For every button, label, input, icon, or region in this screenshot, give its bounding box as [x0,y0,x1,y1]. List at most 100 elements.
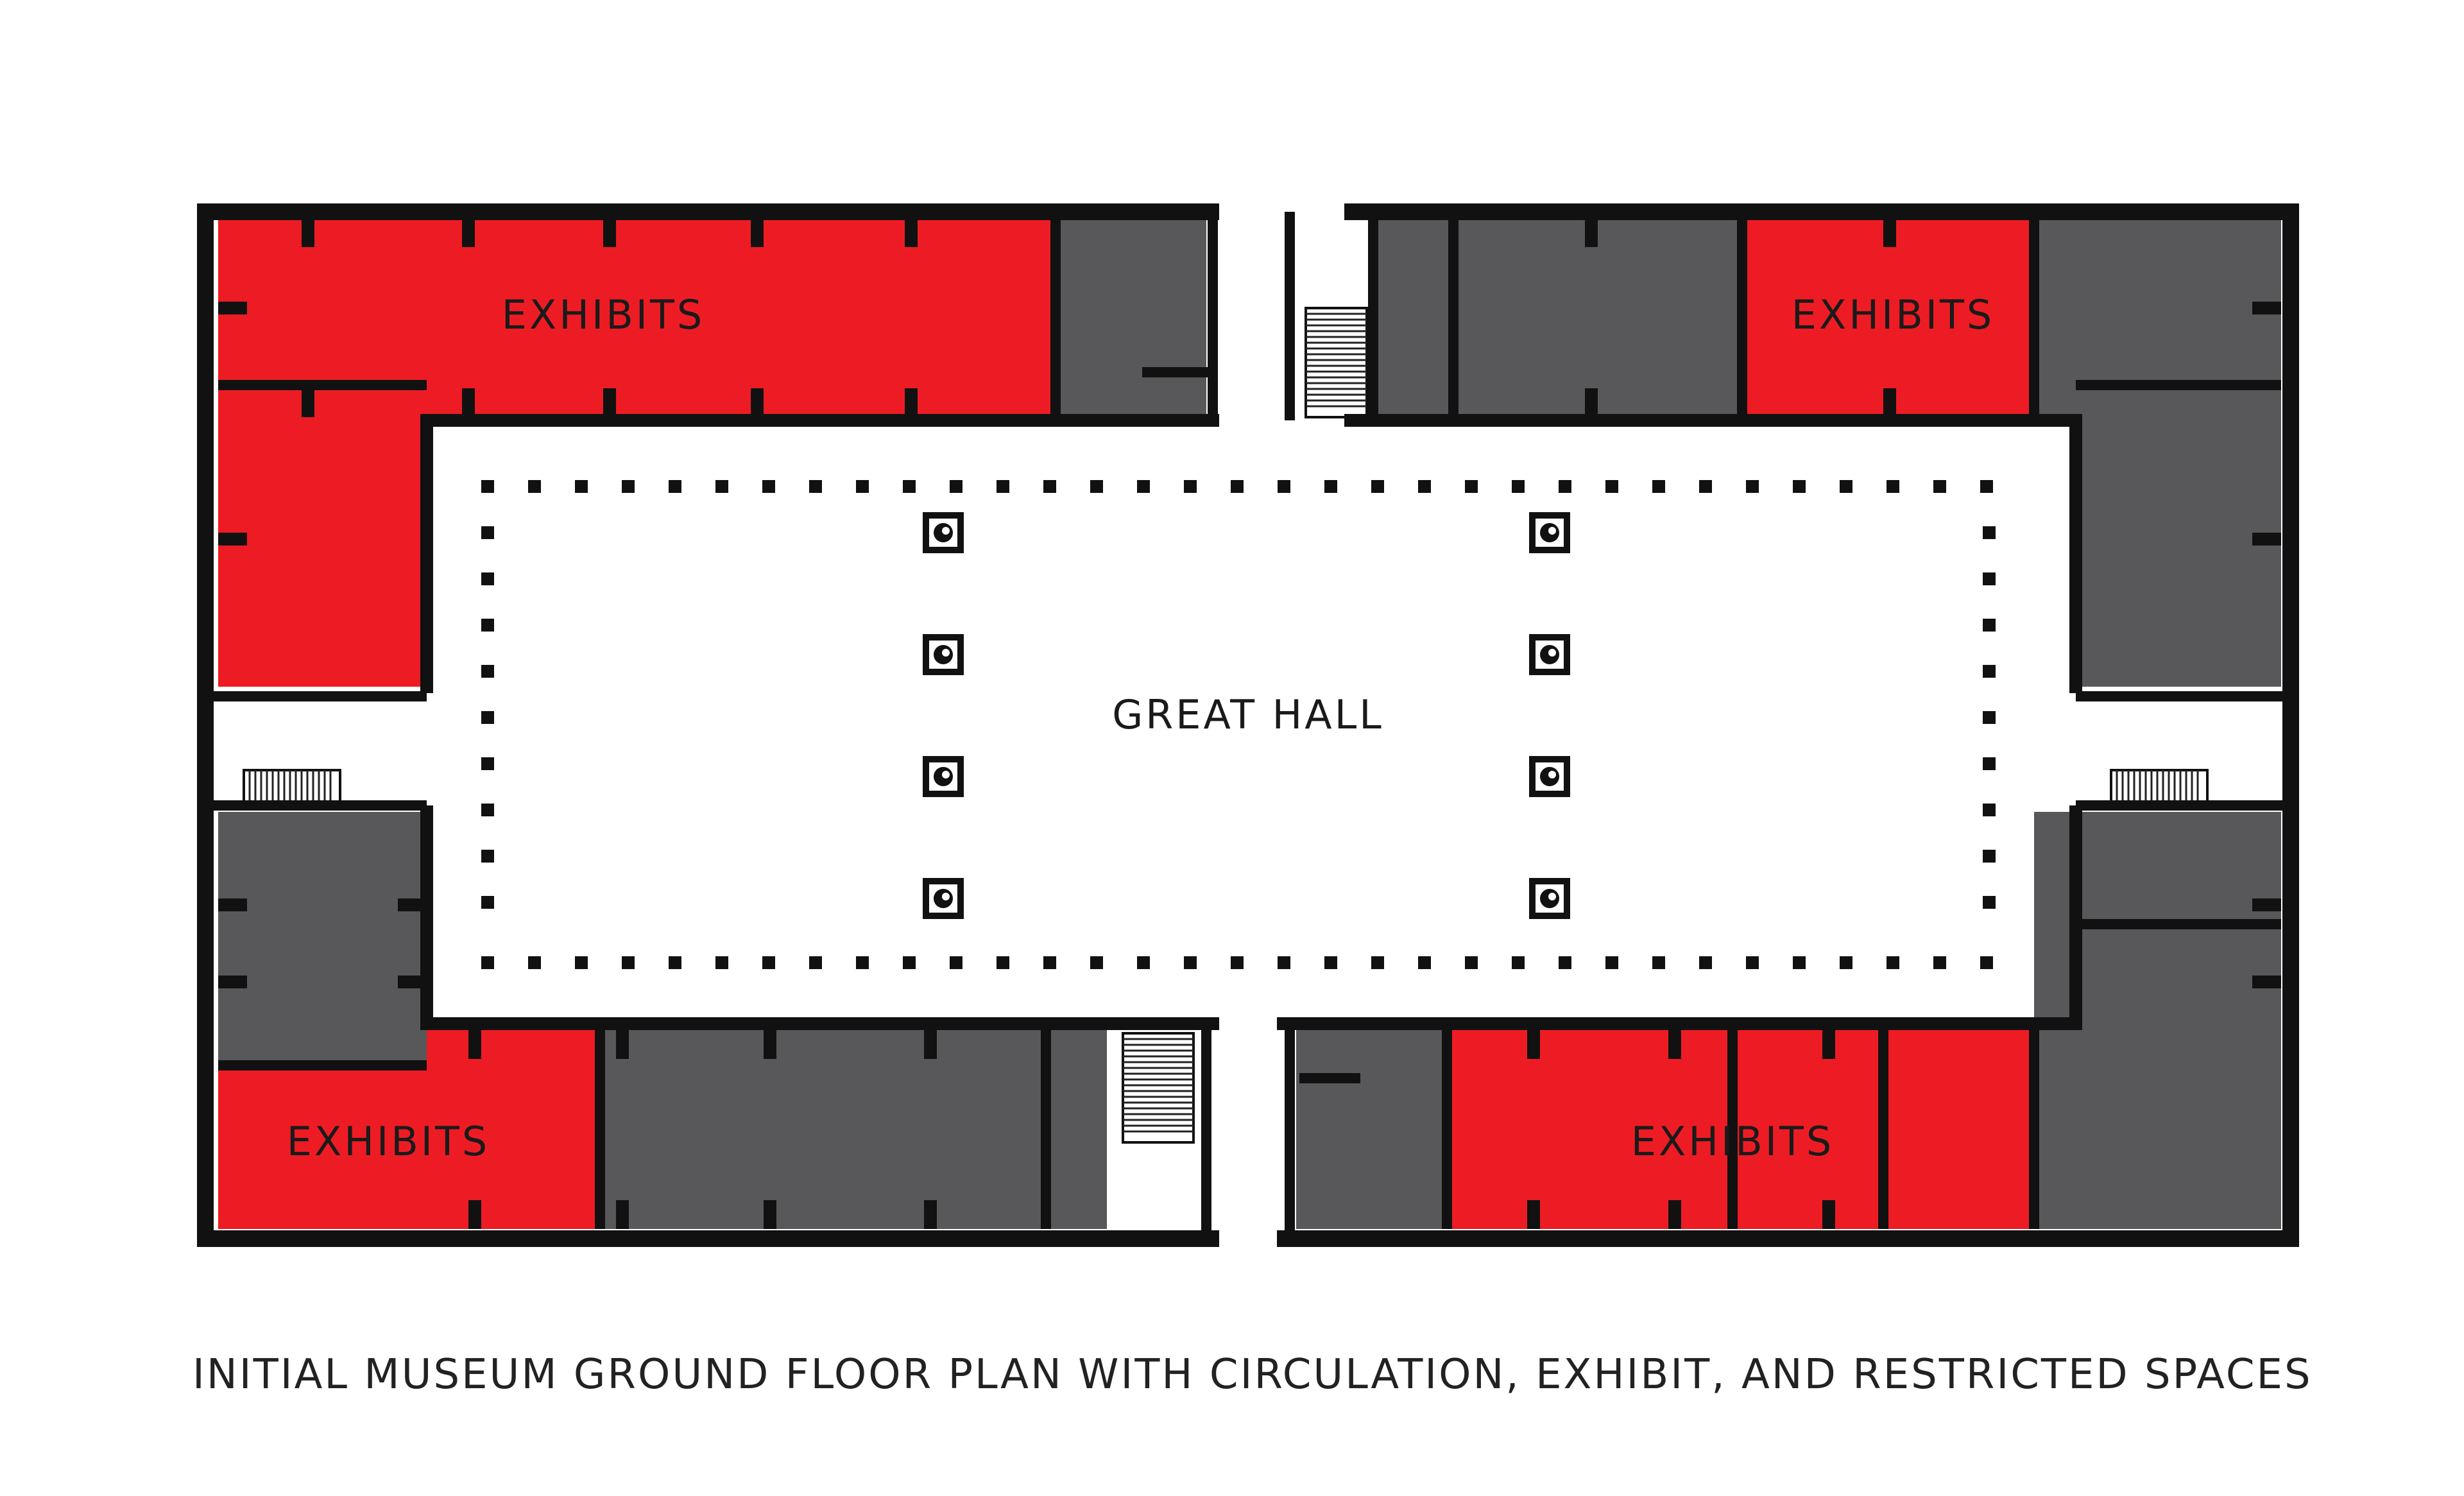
column [1465,956,1478,969]
column [1090,956,1103,969]
column [762,956,775,969]
wall-pier [218,898,247,911]
column [481,526,494,539]
stair-treads [248,770,332,805]
corridor-walls [205,212,2291,1239]
pedestal [1529,878,1570,919]
column [809,480,822,493]
column [1983,619,1996,632]
column [715,480,728,493]
column [528,480,541,493]
column [481,956,494,969]
column [1699,956,1712,969]
stairs [243,307,2209,1144]
wall-pier [462,218,475,247]
column [809,956,822,969]
wall-pier [398,976,427,988]
wall-pier [616,1200,629,1229]
wall-pier [1527,1200,1540,1229]
column [481,619,494,632]
column [1933,956,1946,969]
wall-pier [603,218,616,247]
column [481,804,494,816]
column [622,956,635,969]
column [1980,956,1993,969]
column [715,956,728,969]
column [1840,956,1852,969]
column [1184,480,1197,493]
wall-pier [218,533,247,546]
column [1746,480,1759,493]
wall-pier [616,1030,629,1059]
stair-treads [1306,313,1367,408]
column [481,896,494,909]
column [1983,850,1996,863]
wall-pier [1668,1030,1681,1059]
wall-pier [924,1030,937,1059]
column [1043,956,1056,969]
column [669,480,681,493]
column [1559,480,1571,493]
wall-pier [905,218,918,247]
wall-pier [1883,388,1896,417]
column [1983,896,1996,909]
column [950,956,963,969]
wall-pier [398,898,427,911]
column [856,480,869,493]
column [528,956,541,969]
outer-wall [197,203,2299,1247]
wall-pier [302,218,314,247]
column [1231,480,1244,493]
pedestal [923,634,964,675]
walls [197,203,2299,1247]
column [1983,665,1996,678]
column [1418,956,1431,969]
wall-pier [1822,1030,1835,1059]
column [1512,480,1525,493]
wall-pier [302,388,314,417]
exhibit-top-right [1742,218,2031,414]
column [1746,956,1759,969]
column [1090,480,1103,493]
column [575,956,588,969]
column [1137,480,1150,493]
restricted-top-center-left [1059,218,1206,414]
column [1605,480,1618,493]
column [1980,480,1993,493]
column [1465,480,1478,493]
column [1324,956,1337,969]
column [997,480,1009,493]
column [481,572,494,585]
column [1793,480,1806,493]
column [1652,956,1665,969]
wall-pier [218,302,247,314]
plan-caption: INITIAL MUSEUM GROUND FLOOR PLAN WITH CI… [193,1351,2313,1398]
column [1559,956,1571,969]
column [1652,480,1665,493]
wall-pier [468,1200,481,1229]
label-great-hall: GREAT HALL [1112,691,1384,738]
column [1983,711,1996,724]
restricted-left-middle-wing [218,812,427,1065]
stair-treads [2116,770,2199,805]
pedestal [1529,756,1570,797]
column [669,956,681,969]
column [1278,480,1290,493]
column [1605,956,1618,969]
wall-pier [924,1200,937,1229]
partition-walls [218,218,2281,1229]
wall-pier [462,388,475,417]
wall-pier [764,1200,776,1229]
column [762,480,775,493]
column [1983,757,1996,770]
column [1983,526,1996,539]
wall-pier [468,1030,481,1059]
wall-pier [2252,898,2281,911]
column [1137,956,1150,969]
pedestal [1529,634,1570,675]
column [1699,480,1712,493]
pedestal [923,756,964,797]
exhibit-left-upper-wing [218,385,427,687]
column [1418,480,1431,493]
wall-pier [905,388,918,417]
